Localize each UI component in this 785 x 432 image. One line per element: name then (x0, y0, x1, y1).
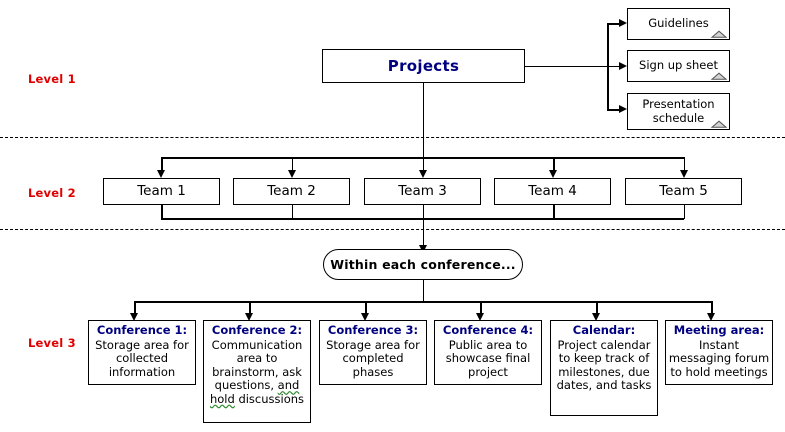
level-3-label: Level 3 (28, 336, 76, 350)
meeting-area-body: Instant messaging forum to hold meetings (668, 337, 770, 379)
connector-conf4-v (480, 301, 482, 315)
conference-4-body: Public area to showcase final project (445, 337, 531, 379)
arrow-to-conference-1 (130, 313, 138, 321)
arrow-to-team-4 (549, 170, 557, 178)
conference-box-3[interactable]: Conference 3: Storage area for completed… (319, 320, 427, 385)
connector-gate-down-v (422, 280, 424, 302)
document-sign-up-sheet[interactable]: Sign up sheet (627, 50, 730, 82)
connector-doc3-h (607, 109, 623, 111)
arrow-to-guidelines (619, 19, 627, 27)
calendar-title: Calendar: (572, 323, 636, 337)
team-box-2[interactable]: Team 2 (233, 178, 350, 205)
conference-3-body: Storage area for completed phases (326, 337, 420, 379)
connector-conf1-v (134, 301, 136, 315)
level-1-label: Level 1 (28, 72, 76, 86)
team-box-1[interactable]: Team 1 (103, 178, 220, 205)
arrow-to-conference-4 (476, 313, 484, 321)
arrow-to-signup (619, 61, 627, 70)
arrow-to-team-1 (157, 170, 165, 178)
arrow-to-conference-2 (245, 313, 253, 321)
conference-3-title: Conference 3: (327, 323, 419, 337)
team-3-label: Team 3 (398, 182, 447, 199)
team-2-label: Team 2 (267, 182, 316, 199)
within-each-conference-node[interactable]: Within each conference... (323, 249, 523, 280)
connector-team1-v (161, 157, 163, 172)
projects-label: Projects (387, 56, 460, 75)
merge-team1-v (161, 205, 163, 219)
arrow-to-team-3 (418, 170, 427, 178)
merge-team2-v (291, 205, 293, 219)
document-guidelines[interactable]: Guidelines (627, 8, 730, 40)
conference-2-title: Conference 2: (211, 323, 303, 337)
arrow-to-calendar (592, 313, 600, 321)
document-presentation-schedule-label: Presentation schedule (642, 97, 715, 125)
document-presentation-schedule[interactable]: Presentation schedule (627, 93, 730, 130)
conference-2-body-flagged: and hold (209, 378, 300, 406)
meeting-area-title: Meeting area: (673, 323, 765, 337)
conference-2-body: Communication area to brainstorm, ask qu… (206, 337, 308, 407)
connector-doc1-h (607, 23, 623, 25)
connector-team4-v (553, 157, 555, 172)
connector-conf3-v (365, 301, 367, 315)
team-box-5[interactable]: Team 5 (625, 178, 742, 205)
level-2-label: Level 2 (28, 186, 76, 200)
team-4-label: Team 4 (528, 182, 577, 199)
merge-team3-v (422, 205, 424, 219)
connector-doc2-h (607, 65, 623, 67)
calendar-body: Project calendar to keep track of milest… (556, 337, 652, 393)
conference-box-1[interactable]: Conference 1: Storage area for collected… (88, 320, 196, 385)
connector-conferences-bus-h (134, 301, 711, 303)
conference-1-title: Conference 1: (96, 323, 188, 337)
conference-1-body: Storage area for collected information (95, 337, 189, 379)
arrow-to-team-2 (287, 170, 296, 178)
conference-box-calendar[interactable]: Calendar: Project calendar to keep track… (550, 320, 658, 416)
conference-4-title: Conference 4: (442, 323, 534, 337)
merge-team4-v (553, 205, 555, 219)
within-each-conference-label: Within each conference... (330, 257, 516, 272)
arrow-to-team-5 (679, 170, 688, 178)
conference-2-body-post: discussions (238, 391, 305, 406)
connector-team3-v (422, 157, 424, 172)
team-1-label: Team 1 (137, 182, 186, 199)
projects-box[interactable]: Projects (322, 49, 525, 83)
conference-box-2[interactable]: Conference 2: Communication area to brai… (203, 320, 311, 423)
merge-team5-v (683, 205, 685, 219)
arrow-to-meeting-area (707, 313, 715, 321)
conference-2-body-pre: Communication area to brainstorm, ask qu… (211, 337, 303, 393)
connector-team5-v (683, 157, 685, 172)
arrow-to-conference-3 (361, 313, 369, 321)
connector-projects-down-v (422, 83, 424, 158)
divider-level2-level3 (0, 229, 785, 230)
connector-conf2-v (249, 301, 251, 315)
team-5-label: Team 5 (659, 182, 708, 199)
connector-team2-v (291, 157, 293, 172)
divider-level1-level2 (0, 137, 785, 138)
connector-calendar-v (596, 301, 598, 315)
connector-meeting-v (711, 301, 713, 315)
team-box-4[interactable]: Team 4 (494, 178, 611, 205)
merge-to-gate-v (422, 218, 424, 248)
conference-box-meeting-area[interactable]: Meeting area: Instant messaging forum to… (665, 320, 773, 385)
document-sign-up-sheet-label: Sign up sheet (639, 58, 718, 73)
connector-projects-to-docs-h (525, 65, 608, 67)
team-box-3[interactable]: Team 3 (364, 178, 481, 205)
arrow-to-presentation (619, 105, 627, 113)
conference-box-4[interactable]: Conference 4: Public area to showcase fi… (434, 320, 542, 385)
document-guidelines-label: Guidelines (648, 16, 709, 31)
